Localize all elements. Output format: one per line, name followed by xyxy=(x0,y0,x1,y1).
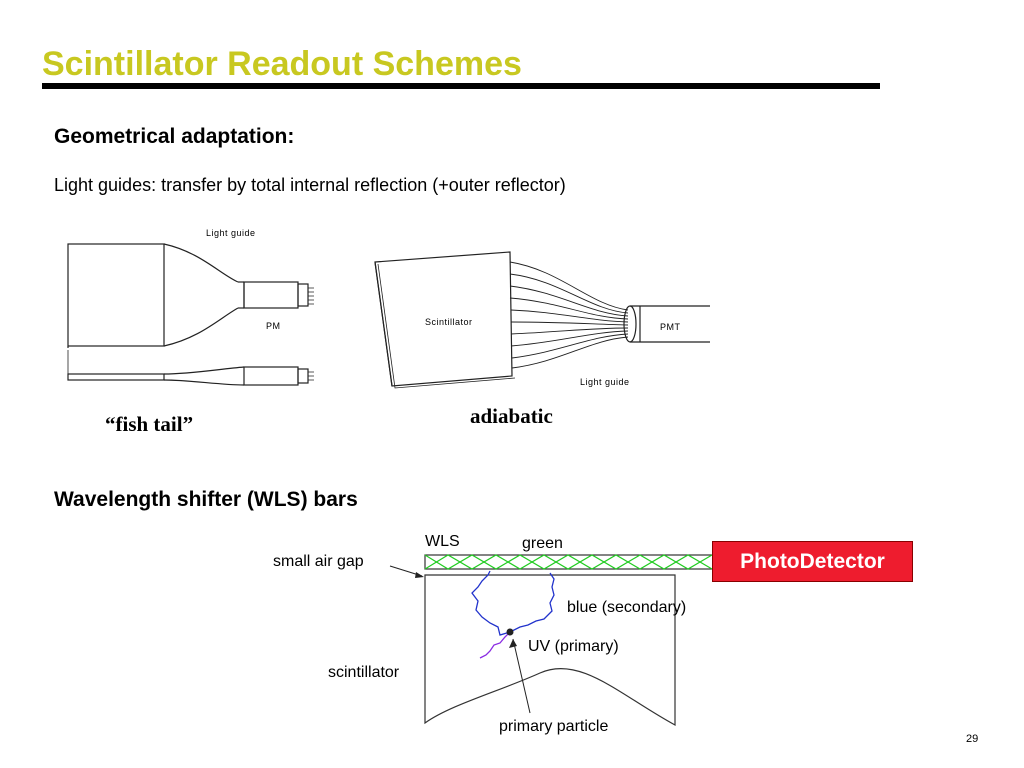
light-guide-description: Light guides: transfer by total internal… xyxy=(54,175,566,195)
section-heading-wls: Wavelength shifter (WLS) bars xyxy=(54,488,358,511)
fish-tail-light-guide-label: Light guide xyxy=(206,228,256,238)
fish-tail-pm-label: PM xyxy=(266,321,281,331)
pm-tube-top xyxy=(243,281,299,309)
primary-particle-arrow xyxy=(512,638,531,714)
wls-label: WLS xyxy=(425,533,460,550)
page-number: 29 xyxy=(966,733,979,745)
photodetector-box: PhotoDetector xyxy=(712,541,913,582)
wls-scintillator-body xyxy=(424,574,676,727)
fish-tail-side-scintillator xyxy=(67,373,165,381)
fish-tail-upper-curve xyxy=(163,243,239,283)
blue-secondary-label: blue (secondary) xyxy=(567,599,687,616)
fish-tail-scintillator xyxy=(67,243,165,347)
green-label: green xyxy=(522,535,563,552)
interaction-point xyxy=(506,628,514,636)
air-gap-label: small air gap xyxy=(273,553,364,570)
uv-primary-light-path xyxy=(479,631,511,659)
fish-tail-diagram: Light guide PM xyxy=(67,228,314,386)
adiabatic-light-guide-label: Light guide xyxy=(580,377,630,387)
adiabatic-light-guide-strips xyxy=(509,261,629,369)
adiabatic-pmt-body xyxy=(630,305,710,343)
adiabatic-pmt-label: PMT xyxy=(660,322,681,332)
air-gap-arrow xyxy=(389,565,424,578)
fish-tail-lower-curve xyxy=(163,307,239,347)
section-heading-geometrical: Geometrical adaptation: xyxy=(54,125,295,148)
adiabatic-diagram: Scintillator PMT Light guide xyxy=(374,251,710,389)
blue-secondary-light-path xyxy=(471,570,555,636)
wls-diagram xyxy=(424,554,716,727)
primary-particle-label: primary particle xyxy=(499,718,609,735)
slide-title: Scintillator Readout Schemes xyxy=(42,45,522,83)
wls-green-light-zigzag xyxy=(424,554,713,570)
scintillator-label: scintillator xyxy=(328,664,400,681)
adiabatic-scintillator-label: Scintillator xyxy=(425,317,473,327)
uv-primary-label: UV (primary) xyxy=(528,638,619,655)
adiabatic-caption: adiabatic xyxy=(470,404,553,428)
title-underline xyxy=(42,83,880,89)
pm-tube-side xyxy=(243,366,299,386)
fish-tail-caption: “fish tail” xyxy=(105,412,194,436)
